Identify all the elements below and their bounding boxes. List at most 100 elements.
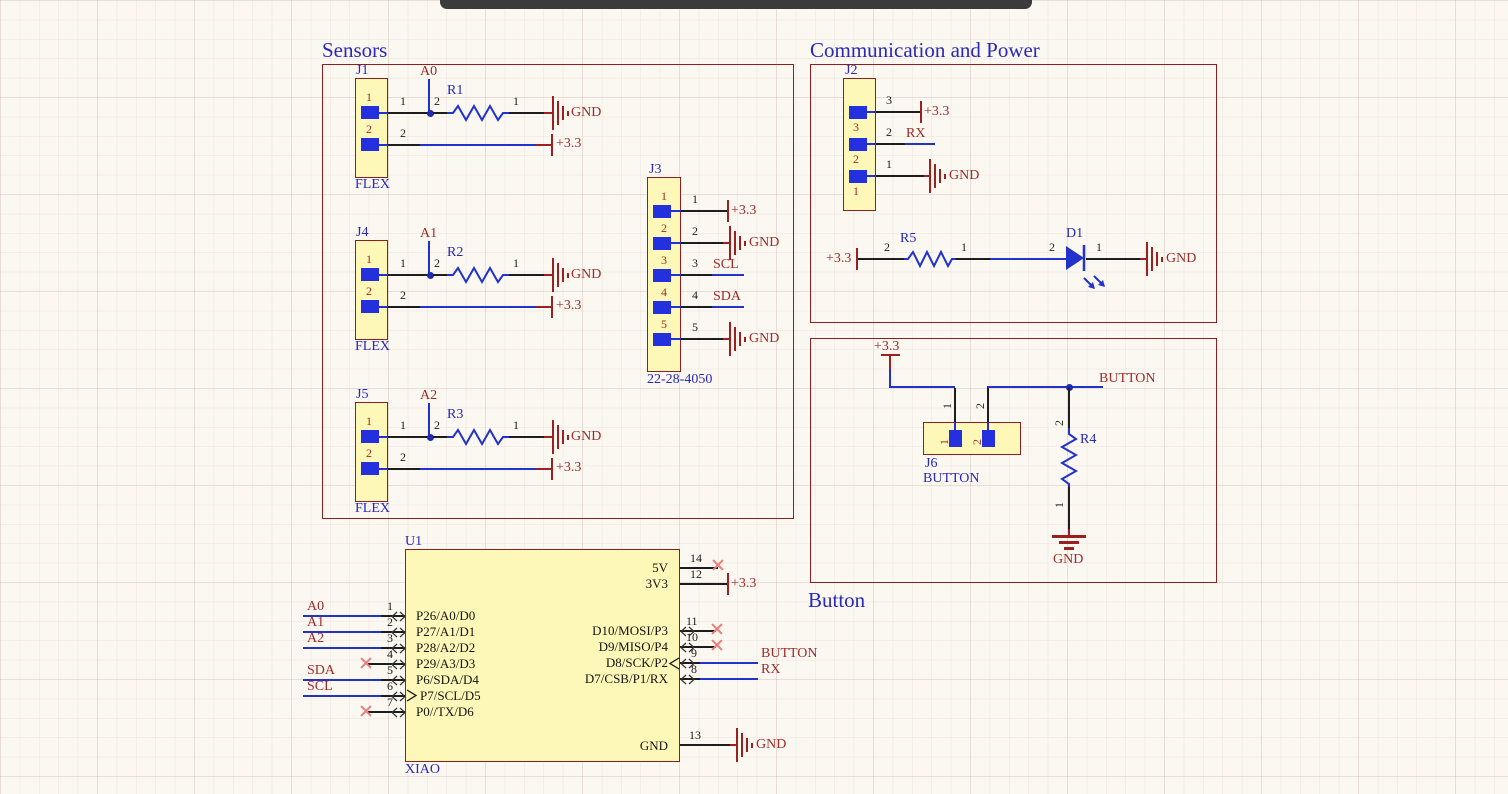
power-port-bar[interactable] (727, 200, 729, 222)
d1-led[interactable] (1066, 245, 1086, 272)
wire[interactable] (1086, 258, 1140, 260)
wire[interactable] (680, 678, 700, 680)
wire[interactable] (867, 143, 876, 145)
wire[interactable] (388, 112, 429, 114)
r4-designator[interactable]: R4 (1080, 432, 1097, 447)
power-port-bar[interactable] (881, 354, 900, 356)
wire[interactable] (680, 567, 718, 569)
wire[interactable] (379, 274, 388, 276)
sda-net-label[interactable]: SDA (713, 289, 742, 304)
j1-connector-body[interactable] (355, 78, 388, 178)
wire[interactable] (544, 274, 552, 276)
wire[interactable] (671, 306, 681, 308)
wire[interactable] (671, 274, 681, 276)
wire[interactable] (509, 274, 544, 276)
j5-connector-body[interactable] (355, 402, 388, 502)
wire[interactable] (388, 436, 429, 438)
power-port-bar[interactable] (551, 296, 553, 318)
a1-net-label[interactable]: A1 (307, 615, 325, 630)
wire[interactable] (680, 662, 700, 664)
r3-resistor[interactable] (447, 427, 509, 447)
wire[interactable] (536, 306, 551, 308)
power-port-bar[interactable] (920, 101, 922, 123)
wire[interactable] (700, 678, 758, 680)
wire[interactable] (681, 210, 727, 212)
j4-part-label[interactable]: FLEX (355, 339, 390, 354)
j5-part-label[interactable]: FLEX (355, 501, 390, 516)
sensors-title[interactable]: Sensors (322, 38, 388, 62)
wire[interactable] (681, 306, 712, 308)
wire[interactable] (428, 403, 430, 437)
wire[interactable] (388, 468, 420, 470)
power-port-bar[interactable] (551, 134, 553, 156)
wire[interactable] (956, 258, 990, 260)
rx-net-label[interactable]: RX (761, 662, 781, 677)
wire[interactable] (889, 386, 955, 388)
wire[interactable] (1068, 529, 1070, 535)
a2-net-label[interactable]: A2 (420, 388, 438, 403)
wire[interactable] (379, 468, 388, 470)
wire[interactable] (671, 210, 681, 212)
j6-designator[interactable]: J6 (925, 456, 938, 471)
gnd-power-port[interactable] (1146, 242, 1166, 276)
wire[interactable] (379, 306, 388, 308)
wire[interactable] (876, 175, 924, 177)
scl-net-label[interactable]: SCL (713, 257, 739, 272)
j3-part-label[interactable]: 22-28-4050 (647, 372, 713, 387)
wire[interactable] (876, 111, 920, 113)
wire[interactable] (1068, 487, 1070, 529)
wire[interactable] (681, 338, 723, 340)
j3-designator[interactable]: J3 (649, 162, 662, 177)
r3-designator[interactable]: R3 (447, 407, 464, 422)
wire[interactable] (303, 631, 381, 633)
r1-resistor[interactable] (447, 103, 509, 123)
wire[interactable] (671, 338, 681, 340)
wire[interactable] (924, 175, 929, 177)
wire[interactable] (368, 711, 405, 713)
wire[interactable] (509, 112, 544, 114)
gnd-power-port[interactable] (729, 226, 749, 260)
wire[interactable] (723, 242, 729, 244)
rx-net-label[interactable]: RX (906, 126, 926, 141)
wire[interactable] (712, 306, 744, 308)
button-net-label[interactable]: BUTTON (761, 646, 818, 661)
wire[interactable] (990, 258, 1066, 260)
j4-designator[interactable]: J4 (356, 225, 369, 240)
wire[interactable] (379, 144, 388, 146)
wire[interactable] (954, 422, 956, 430)
button-title[interactable]: Button (808, 588, 866, 612)
j5-designator[interactable]: J5 (356, 387, 369, 402)
gnd-power-port[interactable] (929, 159, 949, 193)
wire[interactable] (509, 436, 544, 438)
r5-designator[interactable]: R5 (900, 231, 917, 246)
wire[interactable] (987, 386, 1103, 388)
j2-designator[interactable]: J2 (845, 63, 858, 78)
a0-net-label[interactable]: A0 (420, 64, 438, 79)
wire[interactable] (420, 144, 536, 146)
r2-resistor[interactable] (447, 265, 509, 285)
power-port-bar[interactable] (727, 573, 729, 595)
wire[interactable] (1140, 258, 1146, 260)
a2-net-label[interactable]: A2 (307, 631, 325, 646)
gnd-power-port[interactable] (736, 728, 756, 762)
a0-net-label[interactable]: A0 (307, 599, 325, 614)
wire[interactable] (889, 356, 891, 369)
wire[interactable] (428, 241, 430, 275)
wire[interactable] (303, 695, 381, 697)
wire[interactable] (368, 663, 405, 665)
r2-designator[interactable]: R2 (447, 245, 464, 260)
r4-resistor[interactable] (1059, 428, 1079, 490)
gnd-earth-symbol[interactable] (1052, 535, 1086, 551)
wire[interactable] (420, 468, 536, 470)
wire[interactable] (876, 143, 905, 145)
power-3v3-label[interactable]: +3.3 (874, 339, 900, 354)
wire[interactable] (303, 679, 381, 681)
wire[interactable] (680, 630, 716, 632)
wire[interactable] (1068, 388, 1070, 431)
d1-designator[interactable]: D1 (1066, 226, 1084, 241)
wire[interactable] (379, 112, 388, 114)
wire[interactable] (536, 468, 551, 470)
button-net-label[interactable]: BUTTON (1099, 371, 1156, 386)
wire[interactable] (433, 112, 448, 114)
j4-connector-body[interactable] (355, 240, 388, 340)
